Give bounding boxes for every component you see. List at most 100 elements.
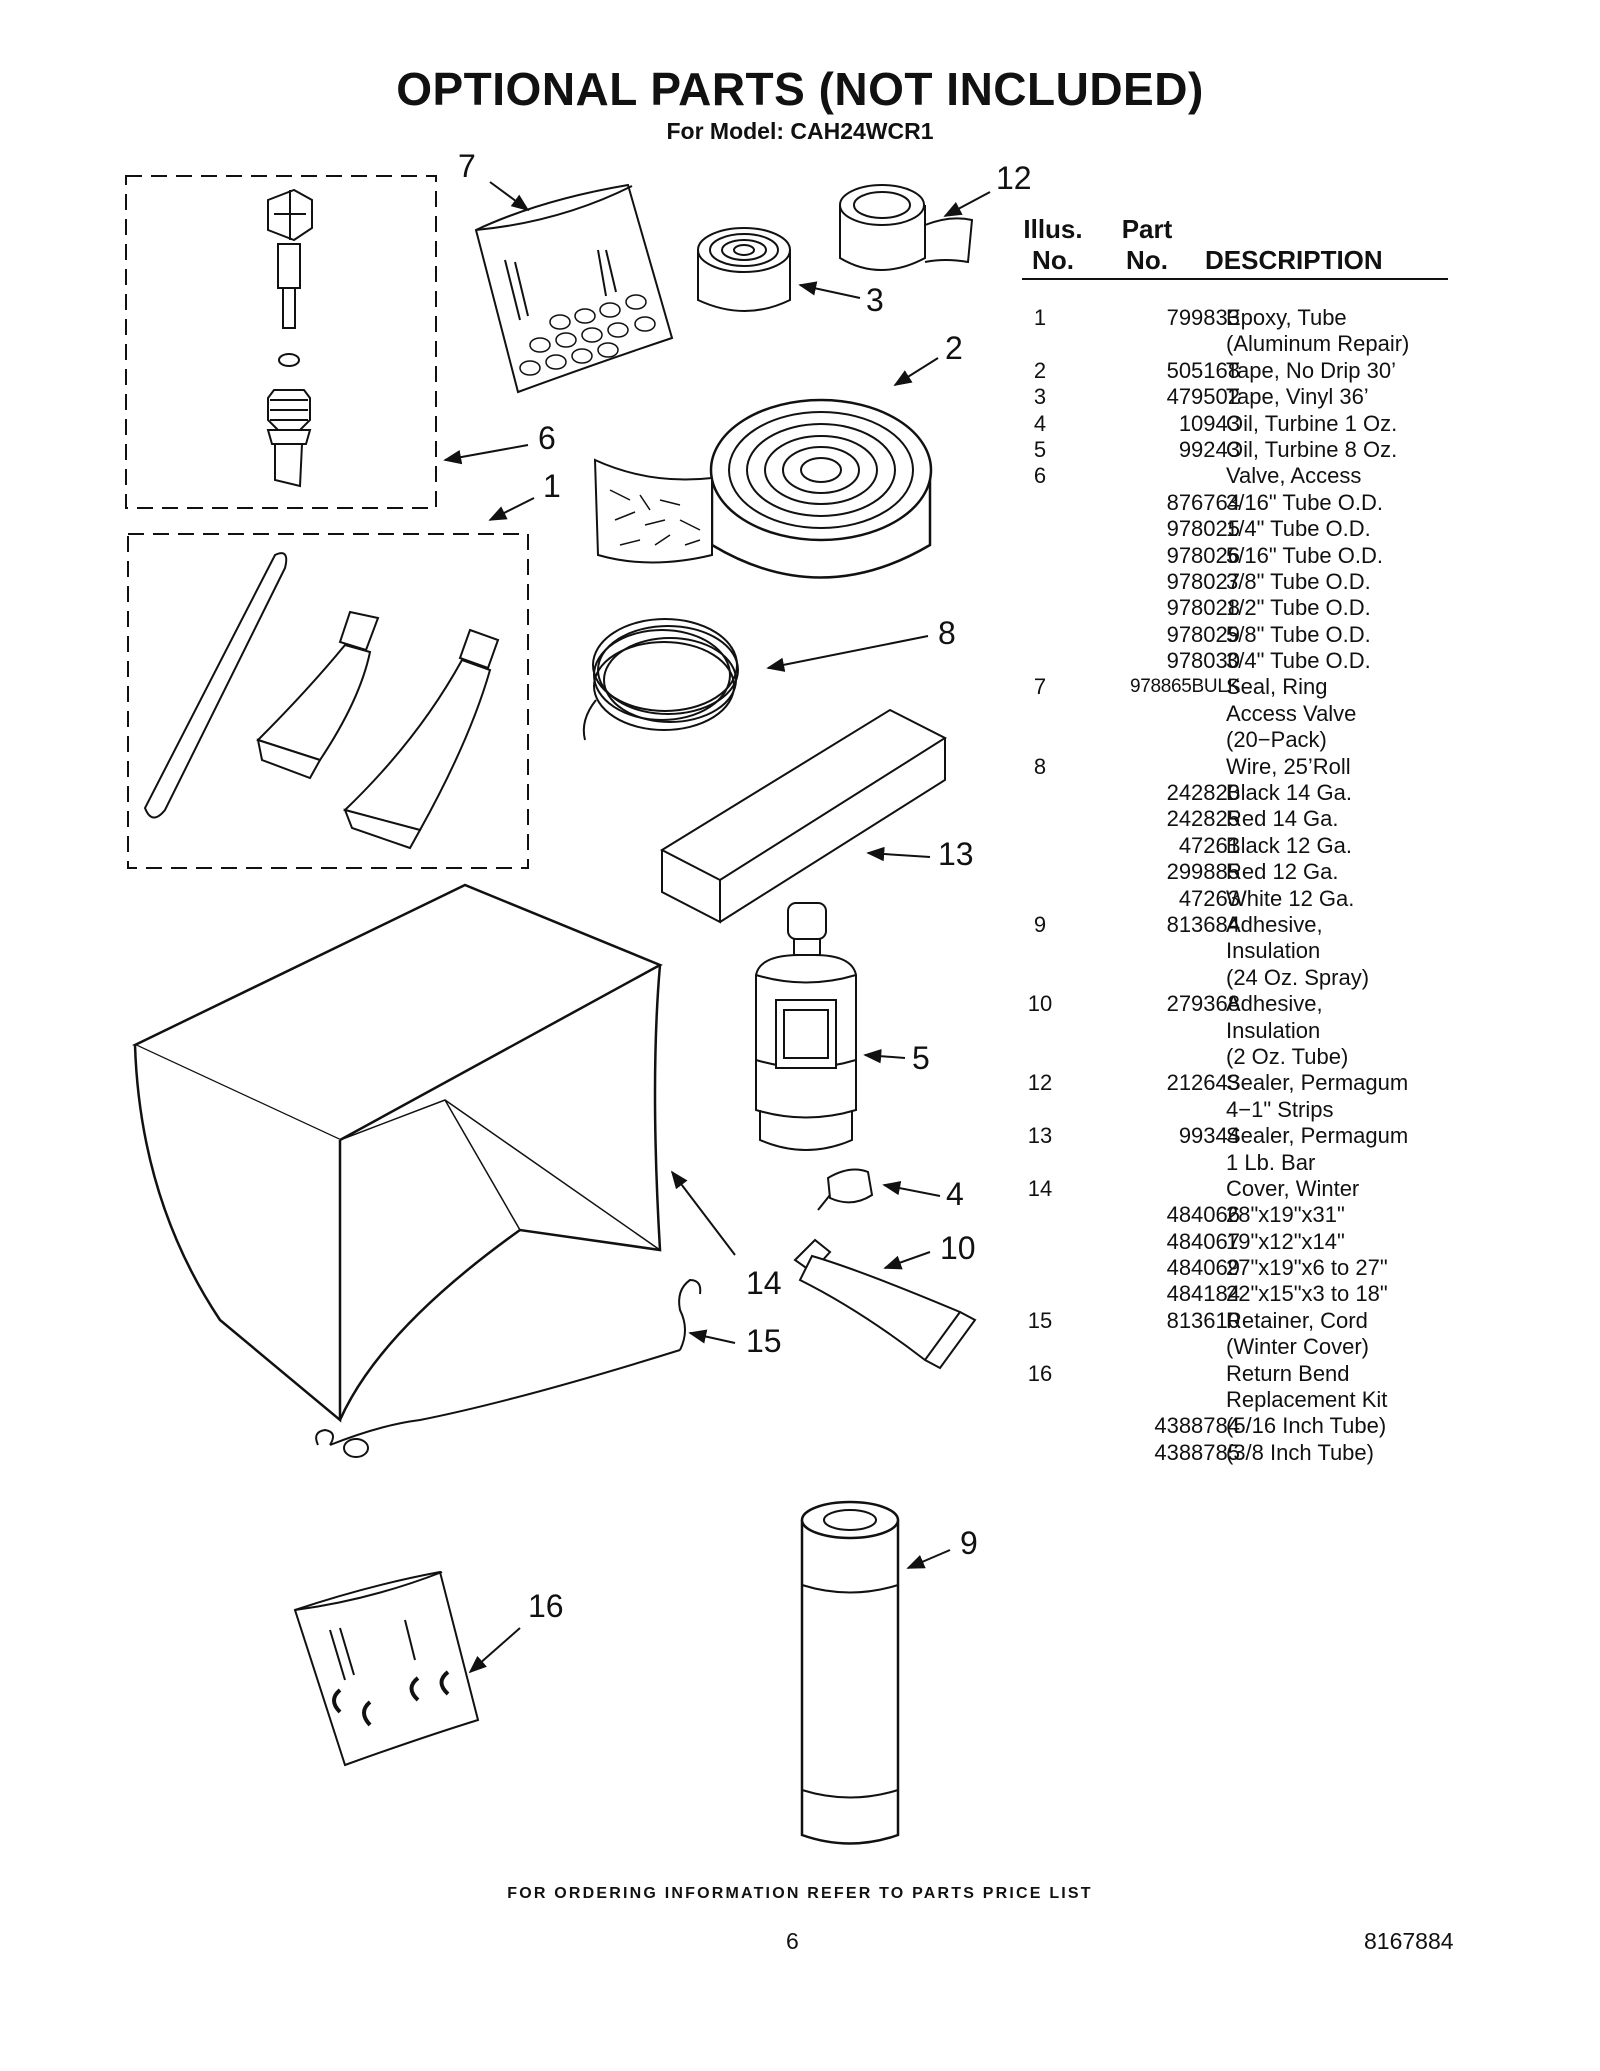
illus-number: 9: [1033, 911, 1047, 937]
part-description: (Winter Cover): [1226, 1334, 1370, 1360]
header-rule: [1022, 278, 1448, 280]
part-description: Tape, No Drip 30’: [1226, 357, 1396, 383]
part-number: 4388784: [1154, 1413, 1240, 1439]
illus-number: 10: [1027, 991, 1053, 1017]
part-number: 876764: [1166, 489, 1240, 515]
part-number: 484069: [1166, 1255, 1240, 1281]
illus-number: 14: [1027, 1175, 1053, 1201]
wire-coil-icon: [582, 618, 739, 741]
illus-number: 13: [1027, 1123, 1053, 1149]
part-number: 47263: [1178, 885, 1240, 911]
part-description: Insulation: [1226, 1017, 1321, 1043]
part-description: 27"x19"x6 to 27": [1226, 1255, 1388, 1281]
epoxy-tube-icon: [143, 552, 500, 850]
part-description: Sealer, Permagum: [1226, 1123, 1409, 1149]
part-description: 28"x19"x31": [1226, 1202, 1345, 1228]
part-description: White 12 Ga.: [1226, 885, 1355, 911]
document-number: 8167884: [1364, 1928, 1454, 1954]
part-description: Red 12 Ga.: [1226, 859, 1339, 885]
part-number: 978027: [1166, 568, 1240, 594]
col-illus-header: Illus. No.: [1023, 214, 1083, 275]
part-number: 799833: [1166, 305, 1240, 330]
part-number: 484184: [1166, 1281, 1240, 1307]
part-description: Valve, Access: [1226, 463, 1362, 489]
part-description: 3/8" Tube O.D.: [1226, 568, 1371, 594]
part-description: 4−1" Strips: [1226, 1096, 1334, 1122]
part-number: 978026: [1166, 542, 1240, 568]
callout-3: 3: [866, 282, 884, 318]
part-description: 5/16" Tube O.D.: [1226, 542, 1384, 568]
access-valve-icon: [266, 188, 313, 488]
part-description: Tape, Vinyl 36’: [1226, 384, 1369, 410]
illus-number: 7: [1033, 674, 1047, 700]
seal-ring-bag-icon: [474, 183, 674, 394]
part-description: (3/8 Inch Tube): [1226, 1439, 1374, 1465]
part-description: 1/2" Tube O.D.: [1226, 595, 1371, 621]
part-number: 484067: [1166, 1228, 1240, 1254]
callout-1: 1: [543, 468, 561, 504]
part-description: Wire, 25’Roll: [1226, 753, 1351, 779]
part-description: 3/16" Tube O.D.: [1226, 489, 1384, 515]
part-description: Adhesive,: [1226, 911, 1323, 937]
part-description: (2 Oz. Tube): [1226, 1043, 1349, 1069]
part-number: 47261: [1178, 832, 1240, 858]
winter-cover-icon: [132, 883, 663, 1423]
spray-can-icon: [800, 1500, 900, 1845]
table-row: Replacement Kit: [1020, 1387, 1450, 1413]
epoxy-group-box: [127, 533, 529, 869]
vinyl-tape-icon: [697, 227, 791, 312]
part-description: Black 14 Ga.: [1226, 780, 1352, 806]
table-row: 4−1" Strips: [1020, 1097, 1450, 1123]
valve-group-box: [125, 175, 437, 509]
callout-arrows: [443, 181, 991, 1674]
part-description: Access Valve: [1226, 700, 1357, 726]
illus-number: 1: [1033, 305, 1047, 330]
page-title: OPTIONAL PARTS (NOT INCLUDED): [396, 63, 1204, 115]
callout-8: 8: [938, 615, 956, 651]
part-number: 242820: [1166, 780, 1240, 806]
illus-number: 16: [1027, 1360, 1053, 1386]
callout-4: 4: [946, 1176, 964, 1212]
callout-16: 16: [528, 1588, 564, 1624]
permagum-bar-icon: [659, 708, 948, 924]
callout-5: 5: [912, 1040, 930, 1076]
page-number: 6: [786, 1928, 799, 1954]
table-row: Insulation: [1020, 938, 1450, 964]
part-description: Oil, Turbine 8 Oz.: [1226, 436, 1398, 462]
callout-13: 13: [938, 836, 974, 872]
part-description: (24 Oz. Spray): [1226, 964, 1370, 990]
callout-6: 6: [538, 420, 556, 456]
illus-number: 15: [1027, 1307, 1053, 1333]
part-number: 242825: [1166, 806, 1240, 832]
part-number: 978029: [1166, 621, 1240, 647]
callout-15: 15: [746, 1323, 782, 1359]
part-number: 10943: [1178, 410, 1240, 436]
part-number: 978025: [1166, 516, 1240, 542]
adhesive-tube-icon: [793, 1238, 977, 1370]
cord-retainer-icon: [315, 1278, 702, 1458]
part-number: 99243: [1178, 436, 1240, 462]
part-description: 22"x15"x3 to 18": [1226, 1281, 1388, 1307]
callout-2: 2: [945, 330, 963, 366]
table-row: 4388785(3/8 Inch Tube): [1020, 1440, 1450, 1466]
part-number: 978865BULK: [1129, 676, 1240, 698]
callout-10: 10: [940, 1230, 976, 1266]
model-subtitle: For Model: CAH24WCR1: [666, 118, 934, 144]
permagum-strips-icon: [839, 184, 974, 271]
part-description: 1 Lb. Bar: [1226, 1149, 1316, 1175]
